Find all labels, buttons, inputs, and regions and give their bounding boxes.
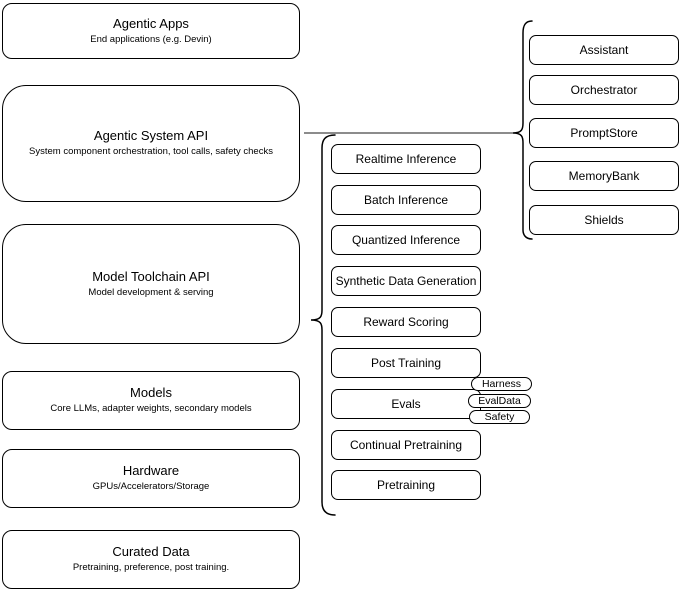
layer-subtitle: End applications (e.g. Devin): [90, 33, 212, 45]
layer-box-model-toolchain-api: Model Toolchain API Model development & …: [2, 224, 300, 344]
service-box-reward-scoring: Reward Scoring: [331, 307, 481, 337]
component-box-orchestrator: Orchestrator: [529, 75, 679, 105]
service-box-evals: Evals: [331, 389, 481, 419]
layer-title: Agentic Apps: [113, 15, 189, 31]
service-label: Post Training: [370, 356, 442, 370]
service-box-batch-inference: Batch Inference: [331, 185, 481, 215]
eval-pill-label: Safety: [484, 411, 515, 423]
service-label: Pretraining: [376, 478, 436, 492]
layer-title: Hardware: [122, 463, 180, 478]
layer-subtitle: Core LLMs, adapter weights, secondary mo…: [50, 403, 252, 414]
component-label: Assistant: [579, 43, 629, 57]
layer-box-models: Models Core LLMs, adapter weights, secon…: [2, 371, 300, 430]
layer-box-hardware: Hardware GPUs/Accelerators/Storage: [2, 449, 300, 508]
layer-subtitle: System component orchestration, tool cal…: [29, 146, 273, 157]
eval-pill-label: EvalData: [478, 395, 521, 407]
component-box-assistant: Assistant: [529, 35, 679, 65]
eval-pill-label: Harness: [481, 378, 522, 390]
component-label: Orchestrator: [570, 83, 638, 97]
service-label: Evals: [391, 397, 421, 411]
component-label: PromptStore: [570, 126, 638, 140]
layer-subtitle: GPUs/Accelerators/Storage: [92, 481, 210, 492]
eval-pill-harness: Harness: [471, 377, 532, 391]
component-label: MemoryBank: [568, 169, 640, 183]
component-label: Shields: [584, 213, 624, 227]
component-box-memorybank: MemoryBank: [529, 161, 679, 191]
layer-box-agentic-system-api: Agentic System API System component orch…: [2, 85, 300, 202]
layer-subtitle: Pretraining, preference, post training.: [72, 562, 230, 573]
service-box-synthetic-data-generation: Synthetic Data Generation: [331, 266, 481, 296]
service-label: Batch Inference: [363, 193, 449, 207]
component-box-shields: Shields: [529, 205, 679, 235]
service-label: Reward Scoring: [363, 315, 449, 329]
layer-subtitle: Model development & serving: [88, 286, 214, 298]
eval-pill-evaldata: EvalData: [468, 394, 531, 408]
layer-box-agentic-apps: Agentic Apps End applications (e.g. Devi…: [2, 3, 300, 59]
service-label: Realtime Inference: [355, 152, 457, 166]
layer-title: Agentic System API: [93, 128, 209, 143]
service-box-quantized-inference: Quantized Inference: [331, 225, 481, 255]
service-box-pretraining: Pretraining: [331, 470, 481, 500]
service-label: Synthetic Data Generation: [335, 274, 477, 288]
service-box-post-training: Post Training: [331, 348, 481, 378]
layer-box-curated-data: Curated Data Pretraining, preference, po…: [2, 530, 300, 589]
component-box-promptstore: PromptStore: [529, 118, 679, 148]
toolchain-brace: [310, 134, 336, 516]
layer-title: Model Toolchain API: [92, 268, 210, 284]
service-label: Quantized Inference: [351, 233, 461, 247]
service-box-continual-pretraining: Continual Pretraining: [331, 430, 481, 460]
service-box-realtime-inference: Realtime Inference: [331, 144, 481, 174]
layer-title: Models: [130, 385, 172, 400]
layer-title: Curated Data: [112, 544, 190, 559]
service-label: Continual Pretraining: [349, 438, 463, 452]
system-components-brace: [512, 20, 533, 240]
eval-pill-safety: Safety: [469, 410, 530, 424]
